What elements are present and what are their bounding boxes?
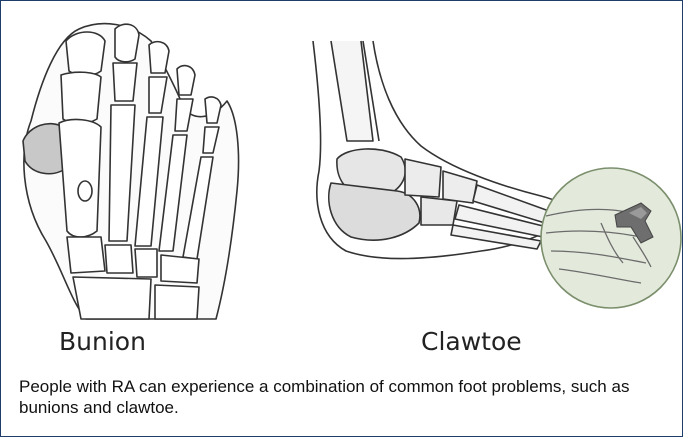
clawtoe-foot-illustration — [313, 41, 571, 259]
clawtoe-magnifier — [541, 168, 681, 308]
bunion-foot-illustration — [23, 24, 239, 319]
illustration — [1, 1, 682, 361]
bunion-label: Bunion — [59, 327, 146, 356]
figure-caption: People with RA can experience a combinat… — [19, 376, 659, 418]
clawtoe-label: Clawtoe — [421, 327, 522, 356]
